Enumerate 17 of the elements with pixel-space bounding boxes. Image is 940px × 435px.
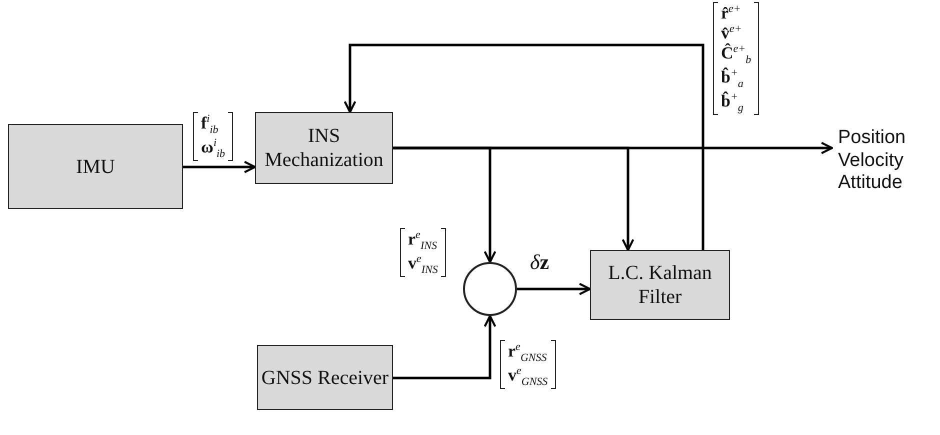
arrow	[393, 314, 496, 380]
process-box	[8, 124, 183, 209]
summing-junction	[463, 262, 517, 316]
arrow	[517, 282, 592, 296]
box-label: IMU	[76, 154, 115, 178]
arrow	[344, 44, 704, 250]
output-text: Position Velocity Attitude	[832, 116, 938, 206]
process-box	[257, 345, 393, 410]
box-label: INS Mechanization	[264, 124, 384, 172]
box-label: L.C. Kalman Filter	[607, 261, 713, 309]
box-label: GNSS Receiver	[261, 366, 389, 390]
vector-entry: r̂$^{e+}$	[721, 3, 741, 24]
arrow	[393, 146, 634, 252]
process-box	[590, 250, 730, 320]
arrow	[183, 160, 256, 174]
process-box	[255, 112, 393, 184]
vector-entry: v̂$^{e+}$	[721, 23, 742, 43]
